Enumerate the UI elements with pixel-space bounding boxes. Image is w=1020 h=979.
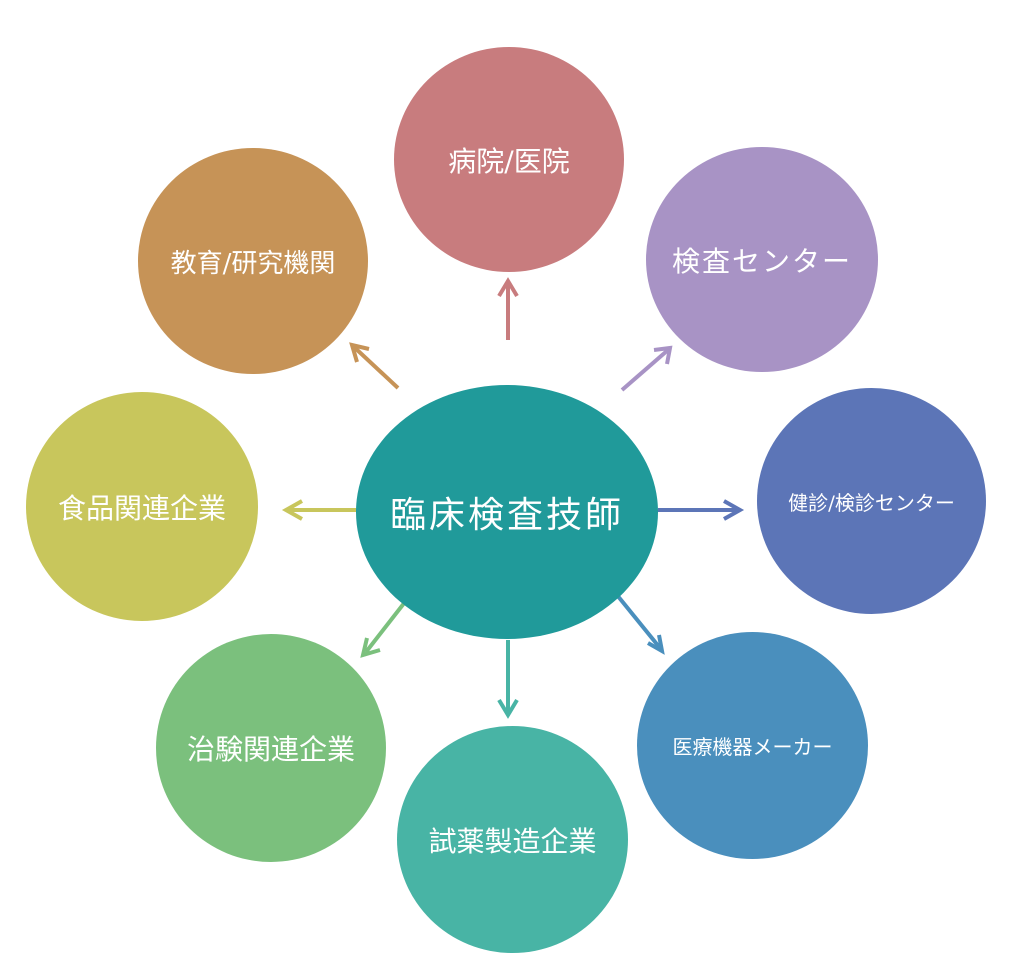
arrow-hospital <box>497 277 519 340</box>
node-clinical-trial: 治験関連企業 <box>156 634 386 862</box>
arrow-lab-center <box>620 345 673 392</box>
node-clinical-trial-label: 治験関連企業 <box>186 733 355 766</box>
arrow-device <box>615 593 665 655</box>
center-node-label: 臨床検査技師 <box>389 495 624 536</box>
node-lab-center-label: 検査センター <box>671 244 852 278</box>
node-food-industry: 食品関連企業 <box>26 392 258 621</box>
node-hospital-label: 病院/医院 <box>448 144 570 178</box>
arrow-education <box>349 342 400 390</box>
node-reagent-maker: 試薬製造企業 <box>397 726 628 953</box>
center-node: 臨床検査技師 <box>356 385 658 639</box>
node-education-research: 教育/研究機関 <box>138 148 368 374</box>
node-device-maker-label: 医療機器メーカー <box>672 735 833 759</box>
node-education-research-label: 教育/研究機関 <box>170 248 336 279</box>
node-hospital: 病院/医院 <box>394 47 624 272</box>
node-checkup-center: 健診/検診センター <box>757 388 986 614</box>
arrow-reagent <box>497 640 519 719</box>
arrow-checkup <box>658 499 745 521</box>
node-food-industry-label: 食品関連企業 <box>57 491 226 525</box>
node-lab-center: 検査センター <box>646 147 878 372</box>
node-device-maker: 医療機器メーカー <box>637 632 868 859</box>
arrow-food <box>281 499 356 521</box>
node-reagent-maker-label: 試薬製造企業 <box>428 824 597 858</box>
arrow-trial <box>360 600 407 658</box>
node-checkup-center-label: 健診/検診センター <box>788 490 955 515</box>
